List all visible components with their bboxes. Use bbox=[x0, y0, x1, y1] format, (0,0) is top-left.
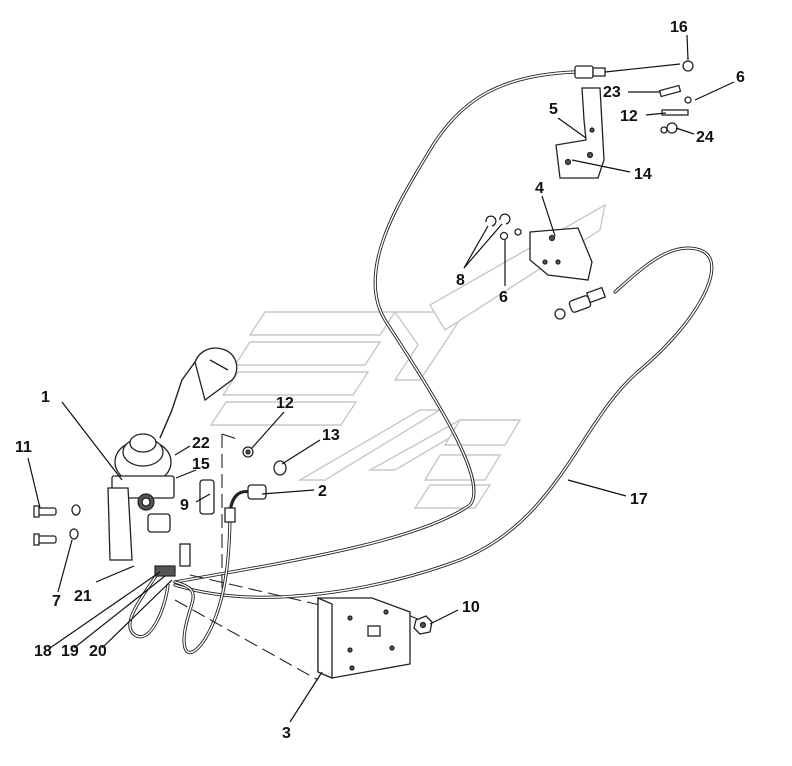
clips-and-washer bbox=[485, 213, 522, 241]
callout-22: 22 bbox=[192, 435, 210, 452]
shift-lever-assembly bbox=[107, 347, 238, 577]
switch-cable-loop bbox=[128, 508, 232, 654]
upper-bracket bbox=[555, 87, 605, 179]
callout-12b: 12 bbox=[276, 395, 294, 412]
callout-23: 23 bbox=[603, 84, 621, 101]
callout-17: 17 bbox=[630, 491, 648, 508]
callout-18: 18 bbox=[34, 643, 52, 660]
callout-13: 13 bbox=[322, 427, 340, 444]
bolts-and-washers bbox=[33, 504, 81, 546]
mid-bracket bbox=[529, 227, 593, 281]
fastener-12-13 bbox=[242, 446, 287, 476]
callout-8: 8 bbox=[456, 272, 465, 289]
upper-shift-cable bbox=[173, 70, 577, 584]
callout-6b: 6 bbox=[499, 289, 508, 306]
callout-16: 16 bbox=[670, 19, 688, 36]
callout-6a: 6 bbox=[736, 69, 745, 86]
callout-12a: 12 bbox=[620, 108, 638, 125]
callout-1: 1 bbox=[41, 389, 50, 406]
lower-shift-cable bbox=[173, 246, 714, 599]
callout-11: 11 bbox=[15, 439, 32, 456]
leader-lines bbox=[27, 34, 735, 723]
callout-21: 21 bbox=[74, 588, 92, 605]
cable-end-connector bbox=[554, 286, 607, 320]
callout-15: 15 bbox=[192, 456, 210, 473]
callout-5: 5 bbox=[549, 101, 558, 118]
top-linkage-assembly bbox=[574, 60, 694, 134]
callout-2: 2 bbox=[318, 483, 327, 500]
callout-10: 10 bbox=[462, 599, 480, 616]
callout-labels: 16 6 23 5 12 24 14 4 8 6 1 12 13 22 11 1… bbox=[15, 19, 745, 742]
callout-7: 7 bbox=[52, 593, 61, 610]
callout-24: 24 bbox=[696, 129, 714, 146]
callout-9: 9 bbox=[180, 497, 189, 514]
callout-19: 19 bbox=[61, 643, 79, 660]
mounting-plate bbox=[317, 597, 411, 679]
callout-4: 4 bbox=[535, 180, 544, 197]
callout-3: 3 bbox=[282, 725, 291, 742]
nut-10 bbox=[413, 615, 433, 635]
callout-20: 20 bbox=[89, 643, 107, 660]
cable-connector-2 bbox=[224, 484, 267, 523]
callout-14: 14 bbox=[634, 166, 652, 183]
